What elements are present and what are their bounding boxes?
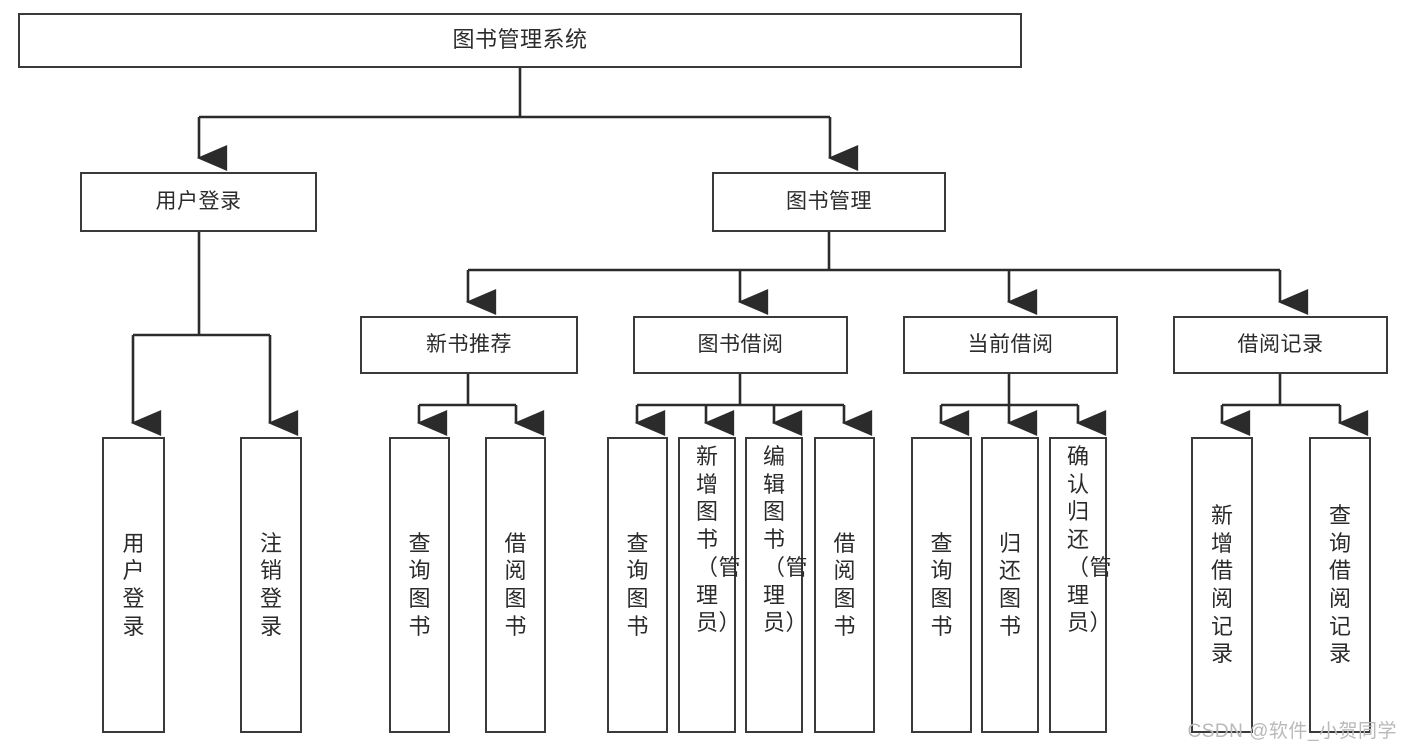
leaf-edit-book-admin-label: 编辑图书（管理员） [763, 444, 809, 636]
leaf-confirm-return-admin[interactable]: 确认归还（管理员） [1049, 437, 1113, 733]
leaf-borrow-book-new-recommend[interactable]: 借阅图书 [485, 437, 546, 733]
leaf-add-book-admin[interactable]: 新增图书（管理员） [678, 437, 742, 733]
leaf-add-book-admin-label: 新增图书（管理员） [696, 444, 742, 636]
node-root-book-management-system[interactable]: 图书管理系统 [18, 13, 1022, 68]
node-borrow-record[interactable]: 借阅记录 [1173, 316, 1388, 374]
node-new-book-recommend-label: 新书推荐 [426, 333, 512, 357]
leaf-add-borrow-record[interactable]: 新增借阅记录 [1191, 437, 1253, 733]
node-book-borrow[interactable]: 图书借阅 [633, 316, 848, 374]
node-current-borrow[interactable]: 当前借阅 [903, 316, 1118, 374]
node-new-book-recommend[interactable]: 新书推荐 [360, 316, 578, 374]
edges-book-borrow-to-leaves [634, 374, 873, 436]
leaf-return-book-label: 归还图书 [999, 530, 1022, 639]
leaf-logout-login[interactable]: 注销登录 [240, 437, 302, 733]
leaf-query-book-new-recommend-label: 查询图书 [408, 530, 432, 639]
node-book-management[interactable]: 图书管理 [712, 172, 946, 232]
leaf-return-book[interactable]: 归还图书 [981, 437, 1039, 733]
leaf-user-login-label: 用户登录 [122, 530, 146, 639]
edges-book-management-to-level2 [465, 232, 1309, 315]
edges-user-login-to-leaves [130, 232, 299, 436]
leaf-query-book-current-label: 查询图书 [930, 530, 954, 639]
node-book-borrow-label: 图书借阅 [697, 333, 784, 357]
leaf-borrow-book-borrow[interactable]: 借阅图书 [814, 437, 875, 733]
leaf-query-book-borrow-label: 查询图书 [626, 530, 650, 639]
leaf-query-book-current[interactable]: 查询图书 [911, 437, 972, 733]
edges-current-borrow-to-leaves [938, 374, 1107, 436]
leaf-query-book-borrow[interactable]: 查询图书 [607, 437, 668, 733]
leaf-add-borrow-record-label: 新增借阅记录 [1211, 502, 1234, 667]
leaf-logout-login-label: 注销登录 [260, 530, 283, 639]
node-user-login[interactable]: 用户登录 [80, 172, 317, 232]
node-borrow-record-label: 借阅记录 [1237, 333, 1324, 357]
leaf-confirm-return-admin-label: 确认归还（管理员） [1067, 444, 1113, 636]
edges-borrow-record-to-leaves [1219, 374, 1369, 436]
edges-new-book-recommend-to-leaves [416, 374, 545, 436]
node-book-management-label: 图书管理 [786, 190, 872, 214]
leaf-edit-book-admin[interactable]: 编辑图书（管理员） [745, 437, 809, 733]
leaf-borrow-book-new-recommend-label: 借阅图书 [504, 530, 528, 639]
leaf-user-login[interactable]: 用户登录 [102, 437, 165, 733]
edges-root-to-level1 [196, 68, 859, 171]
node-root-label: 图书管理系统 [452, 27, 588, 53]
node-current-borrow-label: 当前借阅 [967, 333, 1054, 357]
leaf-borrow-book-borrow-label: 借阅图书 [833, 530, 857, 639]
node-user-login-label: 用户登录 [155, 190, 242, 214]
leaf-query-borrow-record[interactable]: 查询借阅记录 [1309, 437, 1371, 733]
leaf-query-borrow-record-label: 查询借阅记录 [1329, 502, 1352, 667]
leaf-query-book-new-recommend[interactable]: 查询图书 [389, 437, 450, 733]
